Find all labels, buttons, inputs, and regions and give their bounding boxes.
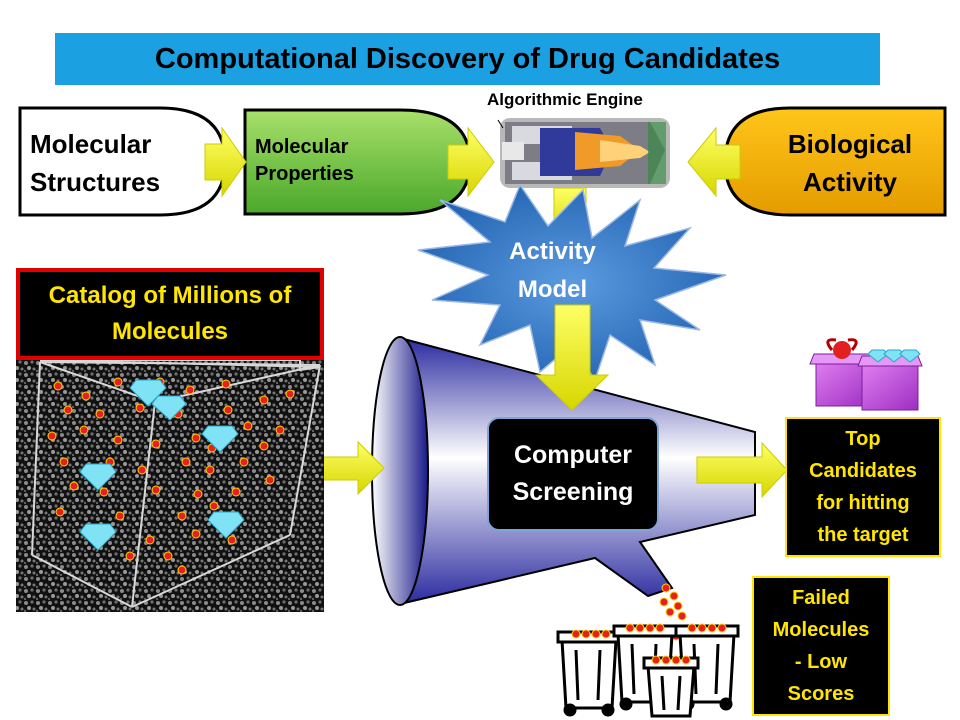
catalog-label: Catalog of Millions of Molecules — [16, 268, 324, 360]
computer-screening-line-1: Computer — [513, 441, 633, 469]
computer-screening-label: Computer Screening — [487, 417, 659, 531]
biological-activity-line-2: Activity — [803, 167, 897, 197]
catalog-line-1: Catalog of Millions of — [48, 282, 292, 309]
activity-model-line-1: Activity — [509, 238, 596, 265]
biological-activity-line-1: Biological — [787, 129, 913, 159]
bin-molecule-dots — [571, 623, 727, 665]
gift-boxes-icon — [809, 338, 923, 411]
computer-screening-line-2: Screening — [512, 478, 634, 506]
arrow-biological-to-engine — [687, 126, 741, 198]
failed-molecules-line-3: - Low — [794, 651, 848, 673]
molecular-structures-label: Molecular Structures — [30, 125, 220, 201]
molecular-structures-line-2: Structures — [30, 167, 161, 197]
top-candidates-line-3: for hitting — [816, 492, 910, 514]
biological-activity-label: Biological Activity — [770, 125, 930, 201]
failed-molecules-line-4: Scores — [787, 683, 855, 705]
molecule-cube-image — [16, 356, 324, 612]
turbine-icon — [497, 118, 670, 188]
arrow-properties-to-engine — [447, 126, 495, 198]
arrow-funnel-to-top — [696, 441, 788, 499]
trash-bins-icon — [556, 624, 740, 718]
molecular-structures-line-1: Molecular — [30, 129, 152, 159]
top-candidates-line-2: Candidates — [809, 460, 917, 482]
top-candidates-line-4: the target — [817, 524, 909, 546]
page-title: Computational Discovery of Drug Candidat… — [55, 33, 880, 85]
activity-model-label: Activity Model — [470, 233, 635, 309]
molecular-properties-line-2: Properties — [255, 163, 354, 185]
failed-molecules-label: Failed Molecules - Low Scores — [752, 576, 890, 716]
arrow-model-to-screening — [534, 304, 610, 411]
arrow-structures-to-properties — [204, 126, 247, 198]
catalog-line-2: Molecules — [111, 318, 229, 345]
top-candidates-line-1: Top — [845, 428, 881, 450]
failed-molecules-line-2: Molecules — [772, 619, 870, 641]
molecular-properties-line-1: Molecular — [255, 136, 349, 158]
activity-model-line-2: Model — [517, 276, 588, 303]
failed-molecules-line-1: Failed — [792, 587, 850, 609]
algorithmic-engine-label: Algorithmic Engine — [487, 90, 643, 109]
molecular-properties-label: Molecular Properties — [255, 134, 445, 188]
top-candidates-label: Top Candidates for hitting the target — [785, 417, 941, 557]
